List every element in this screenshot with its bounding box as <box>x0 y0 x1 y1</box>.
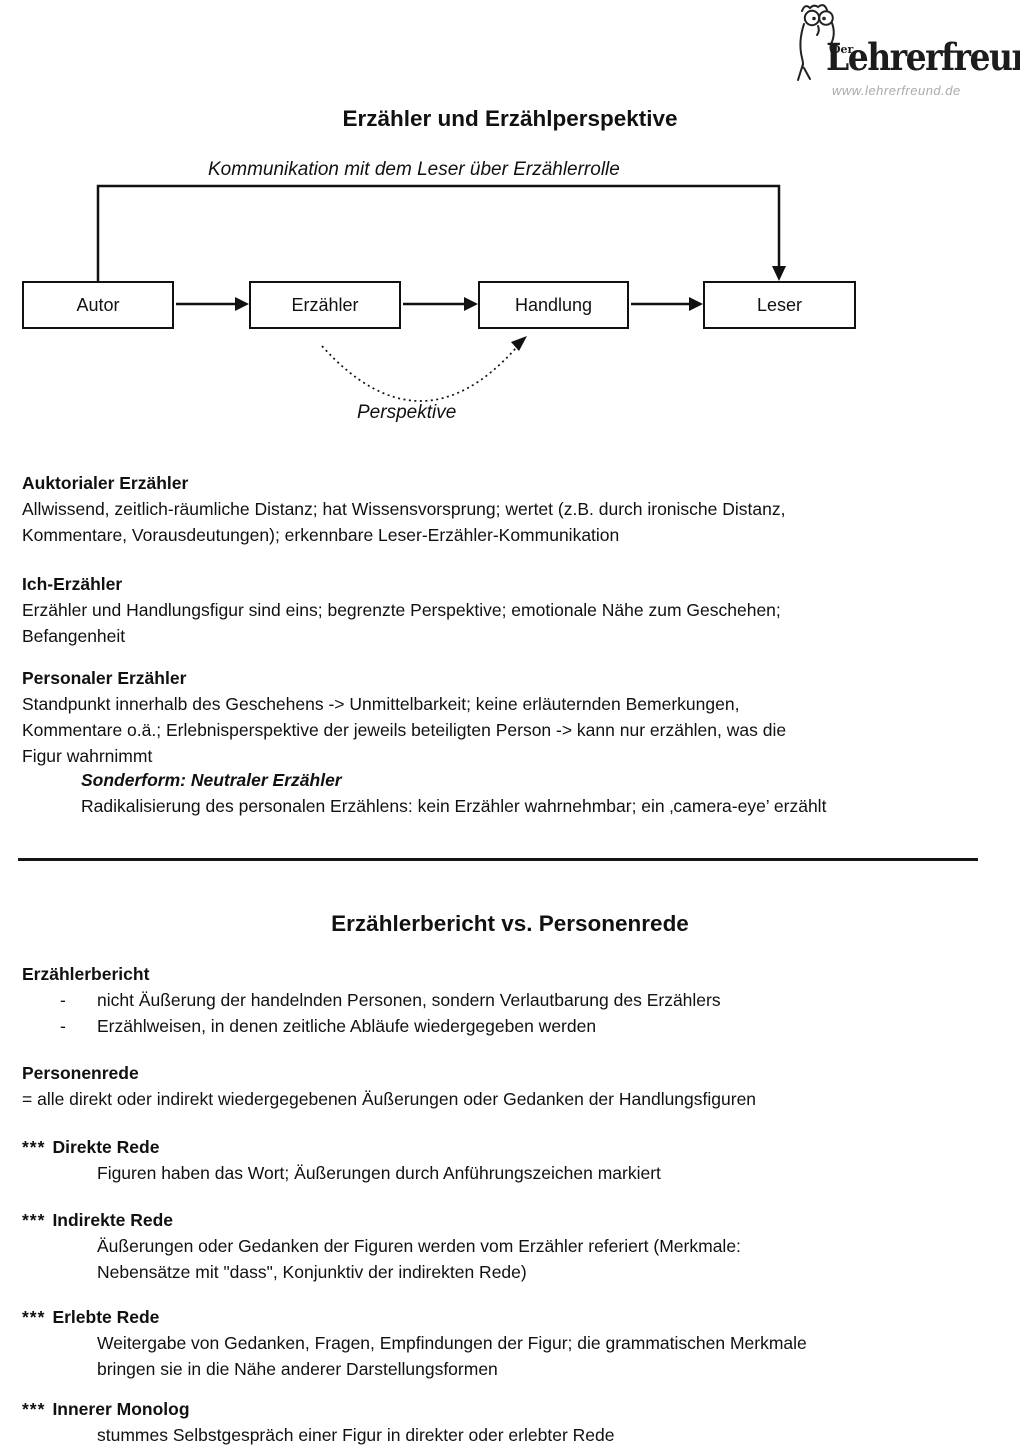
brand-logo: Der Lehrerfreund www.lehrerfreund.de <box>790 0 1020 102</box>
bullet-marker: - <box>60 1016 66 1036</box>
brand-prefix: Der <box>831 43 854 56</box>
subsection-body-neutraler-erzaehler: Radikalisierung des personalen Erzählens… <box>81 796 827 816</box>
perspective-label: Perspektive <box>357 402 457 423</box>
diagram-box-label: Leser <box>756 294 803 315</box>
starred-body-innerer-monolog: stummes Selbstgespräch einer Figur in di… <box>97 1425 615 1445</box>
section-heading-personenrede: Personenrede <box>22 1063 139 1083</box>
bullet-marker: - <box>60 990 66 1010</box>
starred-body-direkte-rede: Figuren haben das Wort; Äußerungen durch… <box>97 1163 661 1183</box>
section-body-ich-erzaehler: Erzähler und Handlungsfigur sind eins; b… <box>22 600 781 646</box>
starred-label: Direkte Rede <box>52 1137 160 1157</box>
starred-heading-indirekte-rede: *** Indirekte Rede <box>22 1207 173 1233</box>
brand-url: www.lehrerfreund.de <box>832 83 961 98</box>
section-body-personaler-erzaehler: Standpunkt innerhalb des Geschehens -> U… <box>22 694 787 766</box>
communication-label: Kommunikation mit dem Leser über Erzähle… <box>208 159 620 180</box>
starred-label: Indirekte Rede <box>52 1210 174 1230</box>
subsection-heading-neutraler-erzaehler: Sonderform: Neutraler Erzähler <box>81 770 342 790</box>
arrow-handlung-leser <box>631 297 703 311</box>
diagram-connectors <box>96 184 786 402</box>
diagram-box-autor: Autor <box>22 281 174 329</box>
diagram-box-leser: Leser <box>703 281 856 329</box>
second-page-title: Erzählerbericht vs. Personenrede <box>331 911 689 936</box>
starred-label: Erlebte Rede <box>52 1307 160 1327</box>
stars-marker: *** <box>22 1307 46 1327</box>
brand-name: Lehrerfreund <box>826 35 1020 79</box>
page-title: Erzähler und Erzählperspektive <box>342 106 678 131</box>
communication-arrow <box>96 184 786 281</box>
arrow-erzaehler-handlung <box>403 297 478 311</box>
owl-icon <box>797 4 836 81</box>
section-heading-auktorialer-erzaehler: Auktorialer Erzähler <box>22 473 189 493</box>
starred-body-erlebte-rede: Weitergabe von Gedanken, Fragen, Empfind… <box>97 1333 807 1379</box>
diagram-box-handlung: Handlung <box>478 281 629 329</box>
section-heading-ich-erzaehler: Ich-Erzähler <box>22 574 123 594</box>
bullet-item: Erzählweisen, in denen zeitliche Abläufe… <box>97 1016 597 1036</box>
stars-marker: *** <box>22 1137 46 1157</box>
diagram-box-label: Erzähler <box>291 294 359 315</box>
section-body-personenrede: = alle direkt oder indirekt wiedergegebe… <box>22 1089 757 1109</box>
stars-marker: *** <box>22 1399 46 1419</box>
stars-marker: *** <box>22 1210 46 1230</box>
starred-label: Innerer Monolog <box>52 1399 190 1419</box>
bullet-item: nicht Äußerung der handelnden Personen, … <box>97 990 721 1010</box>
starred-heading-erlebte-rede: *** Erlebte Rede <box>22 1304 159 1330</box>
diagram-box-erzaehler: Erzähler <box>249 281 401 329</box>
starred-body-indirekte-rede: Äußerungen oder Gedanken der Figuren wer… <box>97 1236 741 1282</box>
section-heading-personaler-erzaehler: Personaler Erzähler <box>22 668 187 688</box>
starred-heading-innerer-monolog: *** Innerer Monolog <box>22 1396 190 1422</box>
starred-heading-direkte-rede: *** Direkte Rede <box>22 1134 159 1160</box>
section-heading-erzaehlerbericht: Erzählerbericht <box>22 964 150 984</box>
diagram-box-label: Autor <box>76 294 120 315</box>
arrow-autor-erzaehler <box>176 297 249 311</box>
perspective-arrow <box>321 336 527 402</box>
diagram-box-label: Handlung <box>514 294 593 315</box>
section-divider <box>18 858 978 861</box>
section-body-auktorialer-erzaehler: Allwissend, zeitlich-räumliche Distanz; … <box>22 499 786 545</box>
